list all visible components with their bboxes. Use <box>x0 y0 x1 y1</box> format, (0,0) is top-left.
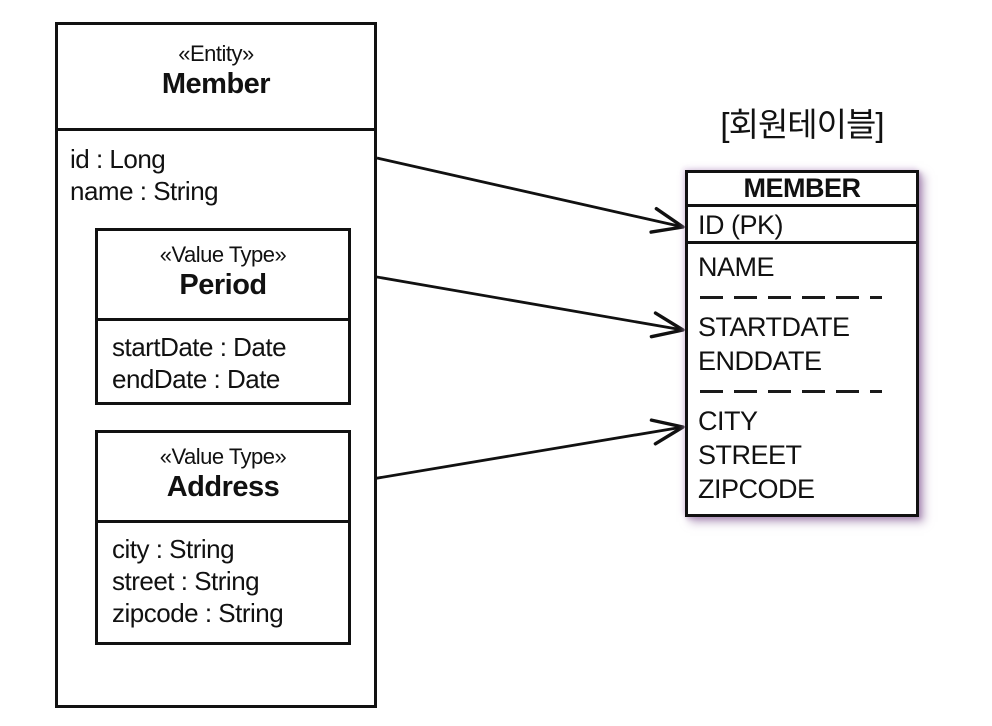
table-row-street: STREET <box>698 440 802 470</box>
attribute-zipcode: zipcode : String <box>112 598 284 628</box>
entity-member-attributes: id : Long name : String <box>58 131 374 207</box>
member-table-body: NAME STARTDATE ENDDATE CITY STREET ZIPCO… <box>688 244 916 514</box>
period-attributes: startDate : Date endDate : Date <box>98 321 348 395</box>
address-stereotype: «Value Type» <box>159 444 287 469</box>
attribute-id: id : Long <box>70 144 166 174</box>
arrow-period-to-startdate <box>347 270 685 339</box>
table-row-startdate: STARTDATE <box>698 312 850 342</box>
dashed-separator <box>700 390 882 393</box>
address-attributes: city : String street : String zipcode : … <box>98 523 348 629</box>
table-row-id-pk: ID (PK) <box>688 207 916 244</box>
entity-stereotype: «Entity» <box>178 41 254 66</box>
attribute-startdate: startDate : Date <box>112 332 287 362</box>
entity-name: Member <box>161 68 271 100</box>
table-row-enddate: ENDDATE <box>698 346 822 376</box>
attribute-name: name : String <box>70 176 219 206</box>
attribute-city: city : String <box>112 534 235 564</box>
entity-member-box: «Entity» Member id : Long name : String … <box>55 22 377 708</box>
attribute-enddate: endDate : Date <box>112 364 280 394</box>
arrow-member-to-id-pk <box>376 156 685 234</box>
table-title: [회원테이블] <box>720 106 884 143</box>
period-name: Period <box>179 269 267 301</box>
table-row-name: NAME <box>698 252 775 282</box>
period-stereotype: «Value Type» <box>159 242 287 267</box>
address-header: «Value Type» Address <box>98 433 348 523</box>
attribute-street: street : String <box>112 566 260 596</box>
member-table-name: MEMBER <box>688 173 916 207</box>
period-header: «Value Type» Period <box>98 231 348 321</box>
value-type-address-box: «Value Type» Address city : String stree… <box>95 430 351 645</box>
member-table: MEMBER ID (PK) NAME STARTDATE ENDDATE CI… <box>685 170 919 517</box>
arrow-address-to-city <box>347 418 685 485</box>
dashed-separator <box>700 296 882 299</box>
address-name: Address <box>166 471 280 503</box>
table-row-zipcode: ZIPCODE <box>698 474 815 504</box>
value-type-period-box: «Value Type» Period startDate : Date end… <box>95 228 351 405</box>
entity-member-header: «Entity» Member <box>58 25 374 131</box>
table-row-city: CITY <box>698 406 758 436</box>
